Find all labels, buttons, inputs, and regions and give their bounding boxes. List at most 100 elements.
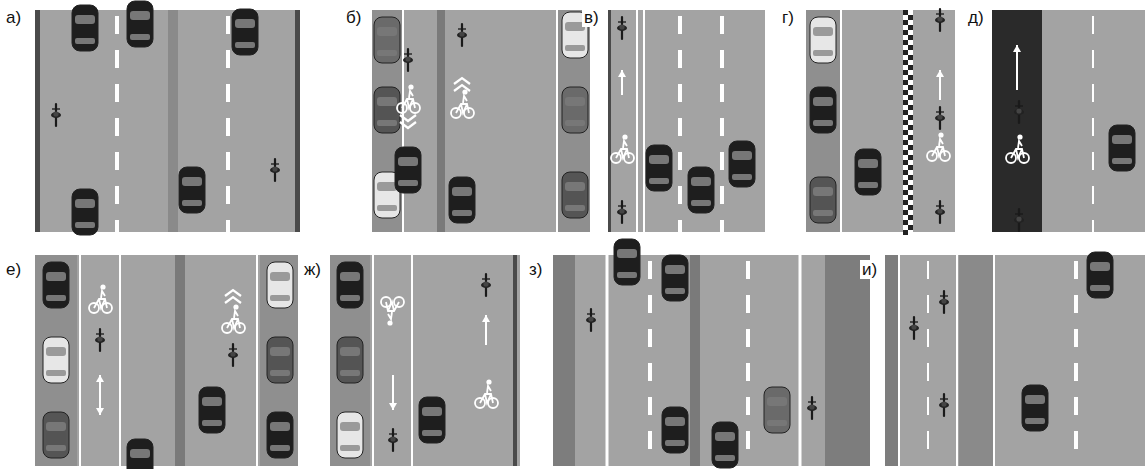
bike-frame [94,299,107,308]
rider-head [619,208,624,213]
checkered-buffer [908,160,913,165]
rider-shoulders [270,167,280,173]
lane-dash [720,16,724,34]
car-windshield [46,347,66,356]
car-roof [813,36,833,50]
car-body [562,172,588,218]
direction-arrow-head [96,408,104,415]
rider-head [937,16,942,21]
car-rear-window [565,120,585,126]
road-surface [992,10,1042,232]
direction-arrow-head [618,70,626,77]
car-roof [565,31,585,45]
lane-dash [1092,84,1094,102]
lane-dash [678,152,682,170]
car-windshield [665,265,685,274]
car-rear-window [202,420,222,426]
checkered-buffer [903,100,908,105]
bike-frame [386,302,399,311]
car-body [764,387,790,433]
car-icon [562,172,588,218]
direction-arrow-head [936,70,944,77]
rider-head [1016,216,1021,221]
car-icon [267,412,293,458]
checkered-buffer [903,190,908,195]
checkered-buffer [903,80,908,85]
car-roof [75,24,95,38]
road-surface [959,255,993,466]
bike-rider-head [1017,134,1022,139]
car-icon [127,1,153,47]
rider-head [941,401,946,406]
car-roof [46,281,66,295]
lane-dash [678,16,682,34]
road-surface [558,10,590,232]
bike-rider-head [100,284,105,289]
car-windshield [130,449,150,458]
car-icon [1109,125,1135,171]
handlebar [618,21,626,22]
checkered-buffer [908,135,913,140]
checkered-buffer [908,210,913,215]
checkered-buffer [903,35,908,40]
checkered-buffer [903,10,908,15]
car-windshield [270,347,290,356]
car-rear-window [813,210,833,216]
bike-lane-symbol [451,89,474,118]
lane-dash [648,431,652,449]
car-rear-window [130,34,150,40]
lane-dash [115,118,119,136]
lane-dash [226,220,230,238]
checkered-buffer [903,120,908,125]
checkered-buffer [903,200,908,205]
bike-rider [409,91,413,98]
car-roof [767,406,787,420]
car-roof [565,191,585,205]
car-icon [712,422,738,468]
checkered-buffer [903,170,908,175]
road-surface [295,10,300,232]
car-windshield [565,97,585,106]
bike-lane-symbol [89,284,112,313]
car-windshield [858,159,878,168]
bike-rider-head [408,84,413,89]
lane-dash [1074,397,1078,415]
car-windshield [398,157,418,166]
checkered-buffer [908,200,913,205]
handlebar [936,13,944,14]
car-windshield [182,177,202,186]
car-windshield [732,151,752,160]
car-roof [46,356,66,370]
handlebar [404,53,412,54]
lane-line [372,255,374,466]
bike-rider [939,139,943,146]
car-rear-window [270,295,290,301]
rider-shoulders [935,209,945,215]
rider-shoulders [617,209,627,215]
lane-dash [927,431,929,449]
checkered-buffer [903,65,908,70]
car-roof [1025,404,1045,418]
checkered-buffer [908,165,913,170]
sharrow-chevron [400,122,416,128]
bike-rider [623,141,627,148]
rider-shoulders [807,405,817,411]
lane-dash [746,329,750,347]
lane-dash [720,50,724,68]
car-body [72,189,98,235]
car-windshield [1090,262,1110,271]
car-rear-window [715,455,735,461]
cyclist-icon [228,344,238,366]
car-roof [340,281,360,295]
cyclist-icon [457,24,467,46]
car-body [810,177,836,223]
car-windshield [377,97,397,106]
car-body [395,147,421,193]
road-surface [330,255,370,466]
checkered-buffer [903,70,908,75]
car-rear-window [767,420,787,426]
car-rear-window [235,42,255,48]
checkered-buffer [903,175,908,180]
car-roof [398,166,418,180]
car-icon [662,407,688,453]
